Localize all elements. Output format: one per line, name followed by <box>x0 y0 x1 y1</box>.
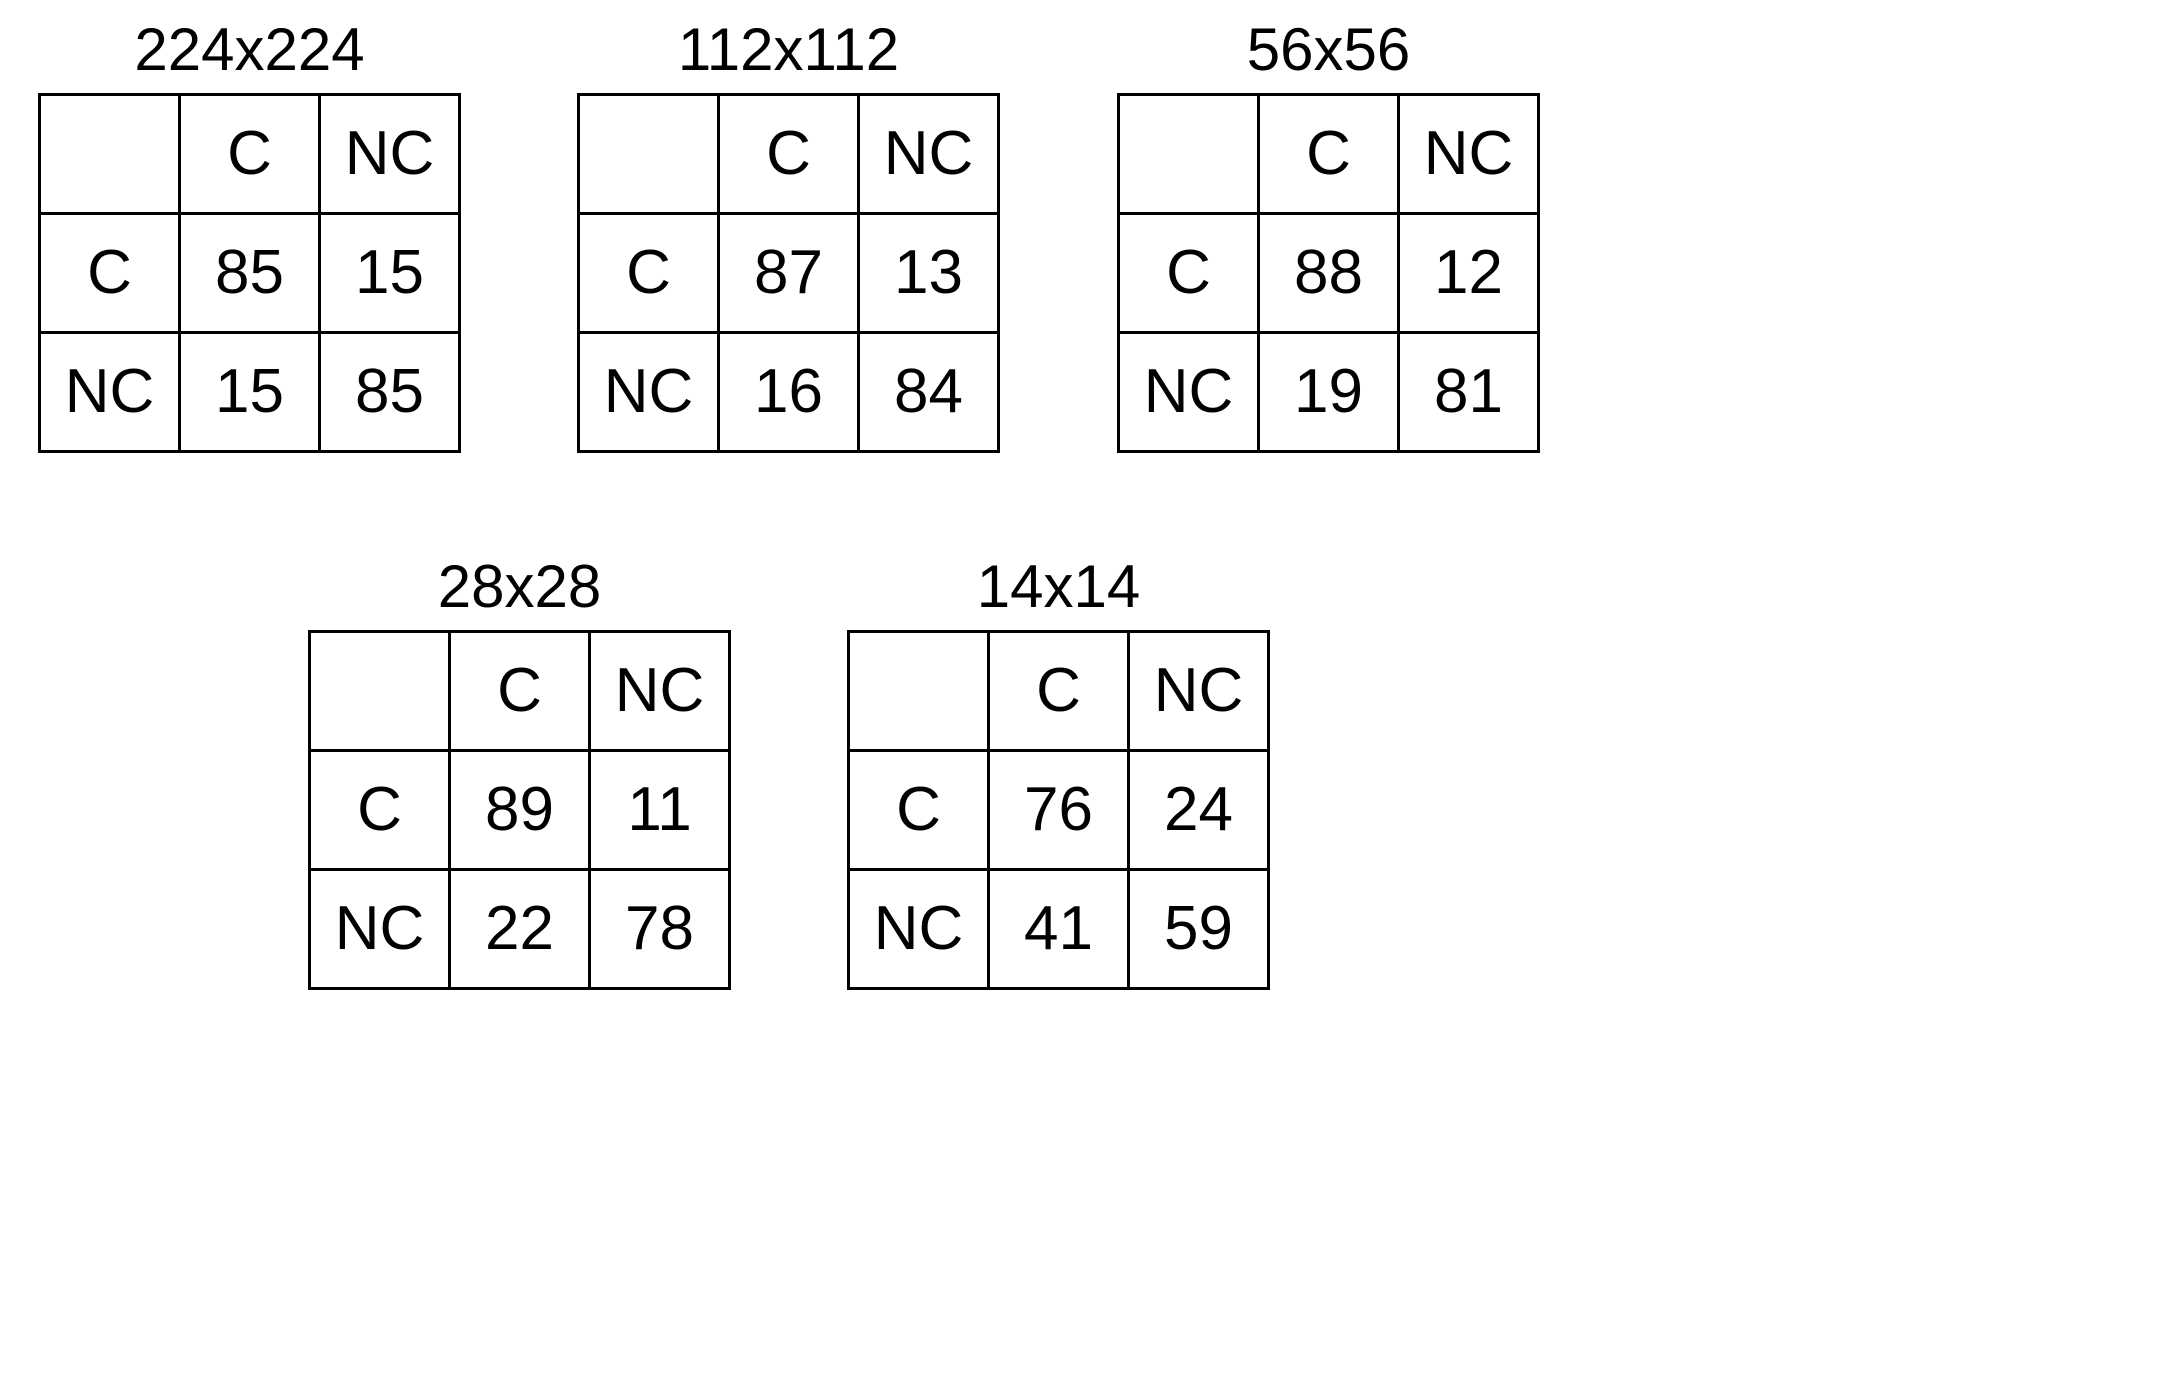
row-label-c: C <box>1117 212 1260 334</box>
header-col-c: C <box>178 93 321 215</box>
row-label-nc: NC <box>1117 331 1260 453</box>
header-col-c: C <box>1257 93 1400 215</box>
cell-c-c: 85 <box>178 212 321 334</box>
matrix-title: 224x224 <box>134 16 365 83</box>
cell-c-c: 88 <box>1257 212 1400 334</box>
row-label-nc: NC <box>577 331 720 453</box>
confusion-matrix-112x112: 112x112 C NC C 87 13 NC 16 84 <box>577 18 1000 453</box>
confusion-matrix-table: C NC C 76 24 NC 41 59 <box>847 630 1270 990</box>
cell-nc-nc: 59 <box>1127 868 1270 990</box>
cell-c-nc: 12 <box>1397 212 1540 334</box>
table-row-c: C 89 11 <box>308 749 731 871</box>
header-col-nc: NC <box>318 93 461 215</box>
table-row-nc: NC 15 85 <box>38 331 461 453</box>
table-row-nc: NC 22 78 <box>308 868 731 990</box>
cell-c-c: 89 <box>448 749 591 871</box>
confusion-matrix-table: C NC C 87 13 NC 16 84 <box>577 93 1000 453</box>
cell-nc-c: 16 <box>717 331 860 453</box>
confusion-matrix-14x14: 14x14 C NC C 76 24 NC 41 59 <box>847 555 1270 990</box>
matrix-title: 14x14 <box>976 553 1141 620</box>
cell-c-nc: 11 <box>588 749 731 871</box>
cell-nc-c: 19 <box>1257 331 1400 453</box>
confusion-matrix-224x224: 224x224 C NC C 85 15 NC 15 85 <box>38 18 461 453</box>
cell-nc-nc: 85 <box>318 331 461 453</box>
row-label-nc: NC <box>38 331 181 453</box>
cell-c-c: 76 <box>987 749 1130 871</box>
header-col-nc: NC <box>1127 630 1270 752</box>
row-label-nc: NC <box>308 868 451 990</box>
header-col-nc: NC <box>857 93 1000 215</box>
table-row-c: C 76 24 <box>847 749 1270 871</box>
table-header-row: C NC <box>847 630 1270 752</box>
confusion-matrix-table: C NC C 88 12 NC 19 81 <box>1117 93 1540 453</box>
header-corner-cell <box>38 93 181 215</box>
table-header-row: C NC <box>308 630 731 752</box>
header-col-nc: NC <box>1397 93 1540 215</box>
cell-c-nc: 15 <box>318 212 461 334</box>
cell-nc-c: 15 <box>178 331 321 453</box>
header-corner-cell <box>1117 93 1260 215</box>
table-header-row: C NC <box>577 93 1000 215</box>
table-row-c: C 87 13 <box>577 212 1000 334</box>
table-row-c: C 88 12 <box>1117 212 1540 334</box>
header-corner-cell <box>308 630 451 752</box>
table-row-nc: NC 16 84 <box>577 331 1000 453</box>
row-label-c: C <box>38 212 181 334</box>
cell-c-nc: 13 <box>857 212 1000 334</box>
matrix-title: 28x28 <box>437 553 602 620</box>
header-col-c: C <box>717 93 860 215</box>
row-label-c: C <box>847 749 990 871</box>
cell-nc-c: 22 <box>448 868 591 990</box>
cell-nc-c: 41 <box>987 868 1130 990</box>
header-corner-cell <box>847 630 990 752</box>
row-label-c: C <box>308 749 451 871</box>
cell-c-nc: 24 <box>1127 749 1270 871</box>
header-col-nc: NC <box>588 630 731 752</box>
table-header-row: C NC <box>38 93 461 215</box>
table-row-nc: NC 41 59 <box>847 868 1270 990</box>
table-header-row: C NC <box>1117 93 1540 215</box>
confusion-matrix-56x56: 56x56 C NC C 88 12 NC 19 81 <box>1117 18 1540 453</box>
cell-c-c: 87 <box>717 212 860 334</box>
header-col-c: C <box>987 630 1130 752</box>
confusion-matrix-table: C NC C 89 11 NC 22 78 <box>308 630 731 990</box>
row-label-c: C <box>577 212 720 334</box>
cell-nc-nc: 78 <box>588 868 731 990</box>
matrix-title: 112x112 <box>677 16 900 83</box>
cell-nc-nc: 84 <box>857 331 1000 453</box>
header-corner-cell <box>577 93 720 215</box>
confusion-matrix-28x28: 28x28 C NC C 89 11 NC 22 78 <box>308 555 731 990</box>
confusion-matrix-table: C NC C 85 15 NC 15 85 <box>38 93 461 453</box>
table-row-nc: NC 19 81 <box>1117 331 1540 453</box>
cell-nc-nc: 81 <box>1397 331 1540 453</box>
header-col-c: C <box>448 630 591 752</box>
matrix-title: 56x56 <box>1246 16 1411 83</box>
table-row-c: C 85 15 <box>38 212 461 334</box>
row-label-nc: NC <box>847 868 990 990</box>
